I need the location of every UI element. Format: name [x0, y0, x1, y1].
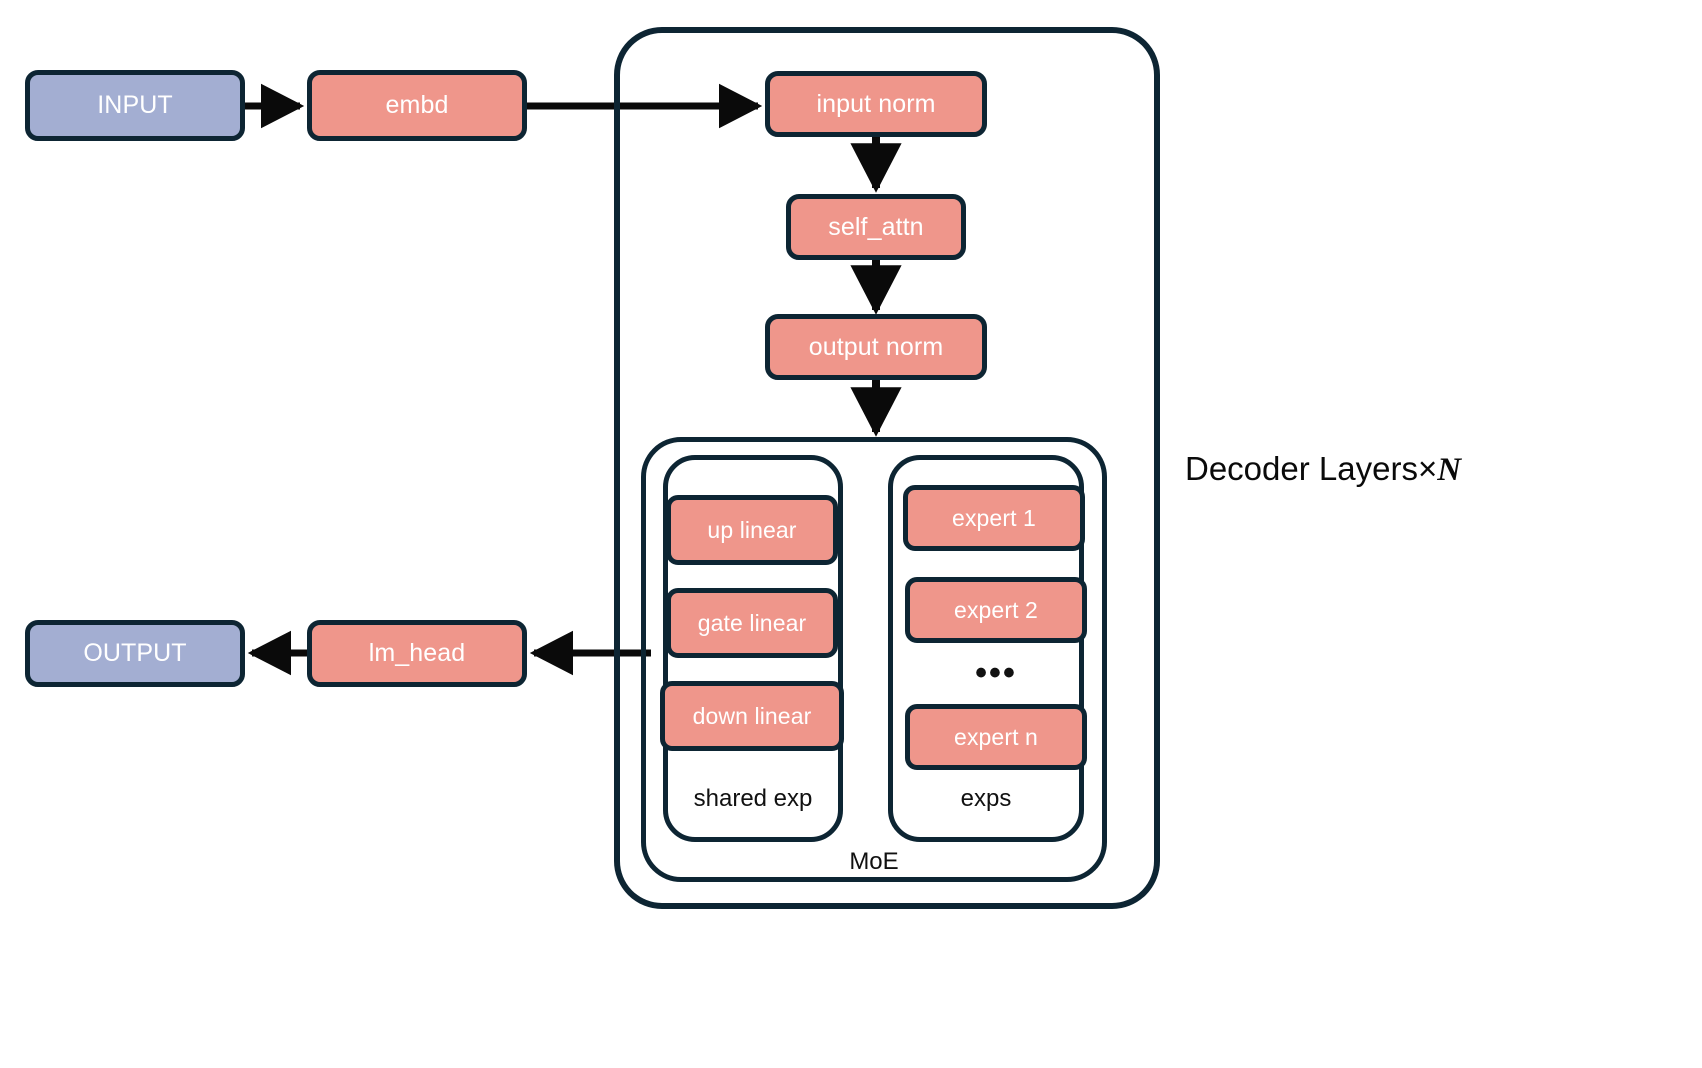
node-expert-2-label: expert 2 [954, 596, 1038, 623]
shared-exp-label: shared exp [693, 785, 813, 812]
node-output-norm[interactable]: output norm [765, 314, 987, 380]
node-self-attn-label: self_attn [828, 212, 924, 241]
node-input[interactable]: INPUT [25, 70, 245, 141]
shared-exp-container [663, 455, 843, 842]
node-embd[interactable]: embd [307, 70, 527, 141]
node-input-norm[interactable]: input norm [765, 71, 987, 137]
decoder-layer-container [614, 27, 1160, 909]
node-input-norm-label: input norm [816, 89, 936, 118]
node-gate-linear[interactable]: gate linear [666, 588, 838, 658]
node-self-attn[interactable]: self_attn [786, 194, 966, 260]
node-expert-n[interactable]: expert n [905, 704, 1087, 770]
decoder-layers-count-symbol: N [1437, 452, 1462, 488]
decoder-layers-annotation: Decoder Layers×N [1185, 452, 1461, 487]
node-output-norm-label: output norm [808, 332, 944, 361]
node-embd-label: embd [385, 91, 449, 119]
decoder-layers-text: Decoder Layers× [1185, 450, 1438, 487]
node-gate-linear-label: gate linear [697, 609, 807, 636]
node-up-linear-label: up linear [707, 516, 797, 543]
node-output[interactable]: OUTPUT [25, 620, 245, 687]
node-output-label: OUTPUT [83, 639, 187, 667]
expert-ellipsis: ••• [975, 654, 1017, 692]
node-expert-2[interactable]: expert 2 [905, 577, 1087, 643]
node-down-linear[interactable]: down linear [660, 681, 844, 751]
exps-label: exps [960, 785, 1012, 812]
moe-container [641, 437, 1107, 882]
node-lm-head[interactable]: lm_head [307, 620, 527, 687]
moe-container-label: MoE [849, 848, 899, 875]
node-up-linear[interactable]: up linear [666, 495, 838, 565]
node-expert-1[interactable]: expert 1 [903, 485, 1085, 551]
node-lm-head-label: lm_head [368, 639, 466, 667]
node-input-label: INPUT [97, 91, 173, 119]
node-down-linear-label: down linear [692, 702, 812, 729]
node-expert-n-label: expert n [954, 723, 1038, 750]
node-expert-1-label: expert 1 [952, 504, 1036, 531]
exps-container [888, 455, 1084, 842]
